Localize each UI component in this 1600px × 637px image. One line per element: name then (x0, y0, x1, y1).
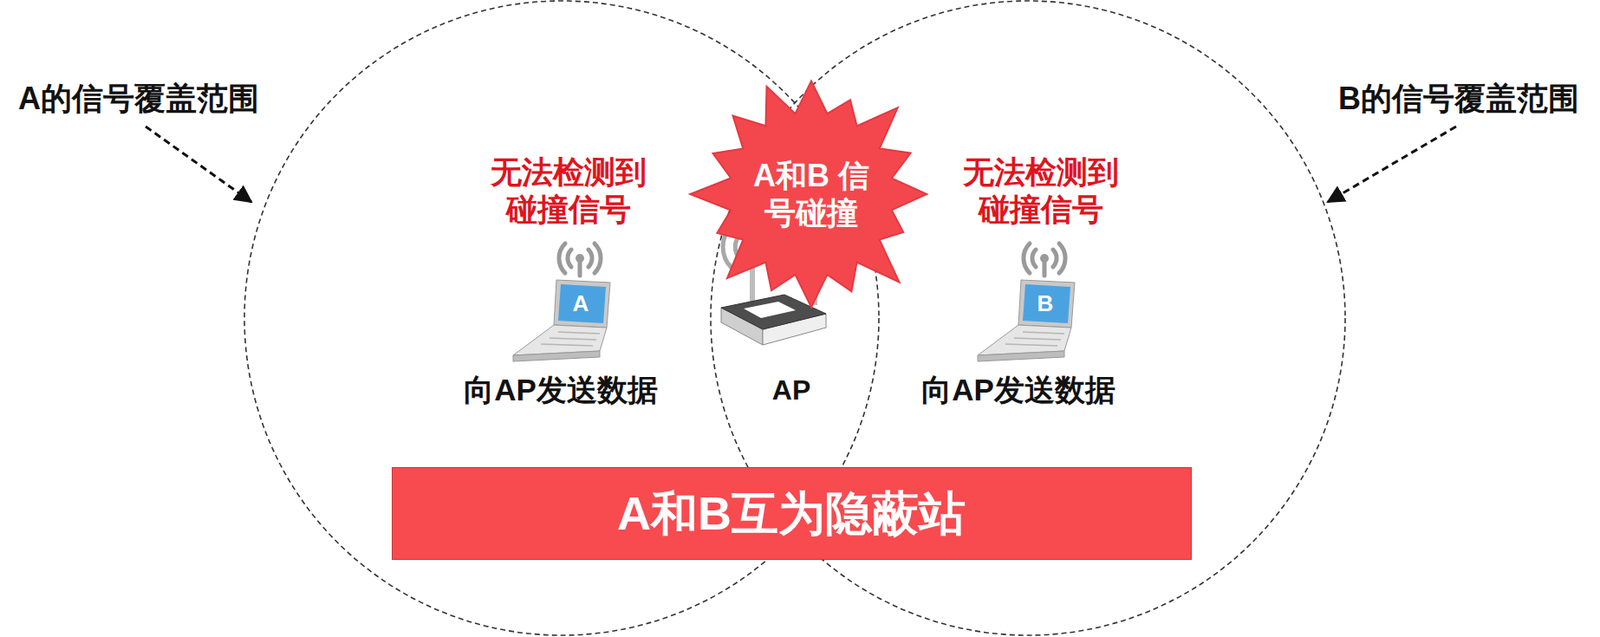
warning-note: 无法检测到 碰撞信号 (486, 153, 652, 228)
coverage-label: B的信号覆盖范围 (1338, 79, 1580, 118)
laptop-icon (977, 243, 1075, 362)
station-letter: B (1037, 290, 1054, 318)
action-label: 向AP发送数据 (463, 371, 658, 409)
leader-arrow (1327, 126, 1457, 202)
coverage-label: A的信号覆盖范围 (18, 79, 260, 118)
device-label: AP (772, 373, 811, 407)
node-text: A和B互为隐蔽站 (617, 485, 966, 542)
station-letter: A (572, 290, 590, 318)
hidden-station-banner: A和B互为隐蔽站 (391, 467, 1192, 560)
collision-burst: A和B 信号碰撞 (683, 66, 939, 322)
warning-note: 无法检测到 碰撞信号 (958, 153, 1125, 228)
burst-shape (689, 80, 927, 307)
node-text: A和B 信号碰撞 (744, 156, 879, 232)
leader-arrow (145, 126, 252, 202)
burst-outline (683, 66, 939, 322)
laptop-icon (513, 243, 611, 362)
action-label: 向AP发送数据 (921, 371, 1116, 409)
